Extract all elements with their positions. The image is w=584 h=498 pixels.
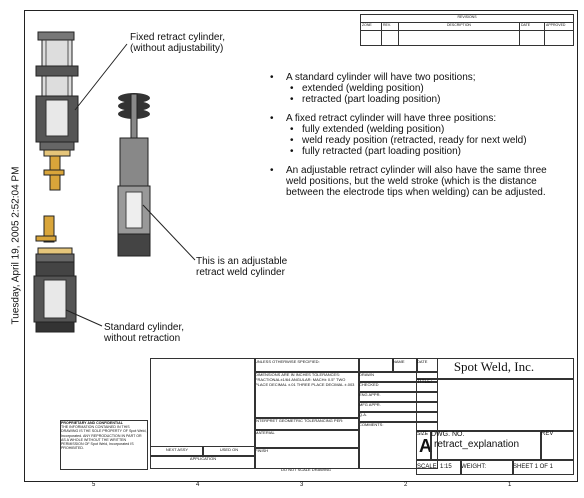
fixed-retract-cylinder-drawing [35,31,79,191]
bullet-1-sub-1: •extended (welding position) [290,83,424,94]
bullet-2-sub-2: •weld ready position (retracted, ready f… [290,135,527,146]
adjustable-cylinder-drawing [117,93,151,257]
adjustable-label: This is an adjustable retract weld cylin… [196,256,288,278]
revision-block: REVISIONS ZONE REV. DESCRIPTION DATE APP… [360,14,574,46]
standard-label: Standard cylinder, without retraction [104,322,185,344]
proprietary-block: PROPRIETARY AND CONFIDENTIAL THE INFORMA… [60,420,148,470]
standard-cylinder-drawing [33,215,77,333]
bullet-3: •An adjustable retract cylinder will als… [270,165,547,198]
bullet-2-sub-1: •fully extended (welding position) [290,124,445,135]
company-name: Spot Weld, Inc. [453,359,535,374]
zone-3: 3 [300,482,304,488]
bullet-2-sub-3: •fully retracted (part loading position) [290,146,461,157]
fixed-label: Fixed retract cylinder, (without adjusta… [130,32,226,54]
zone-2: 2 [404,482,408,488]
drawing-number: retract_explanation [434,439,520,450]
title-block: UNLESS OTHERWISE SPECIFIED: NAME DATE DI… [150,358,574,478]
zone-5: 5 [92,482,96,488]
drawing-frame [24,10,578,482]
zone-4: 4 [196,482,200,488]
bullet-2: •A fixed retract cylinder will have thre… [270,113,497,124]
zone-1: 1 [508,482,512,488]
size-value: A [419,436,432,456]
bullet-1-sub-2: •retracted (part loading position) [290,94,441,105]
tolerances: DIMENSIONS ARE IN INCHES TOLERANCES: FRA… [254,371,360,419]
bullet-1: •A standard cylinder will have two posit… [270,72,476,83]
